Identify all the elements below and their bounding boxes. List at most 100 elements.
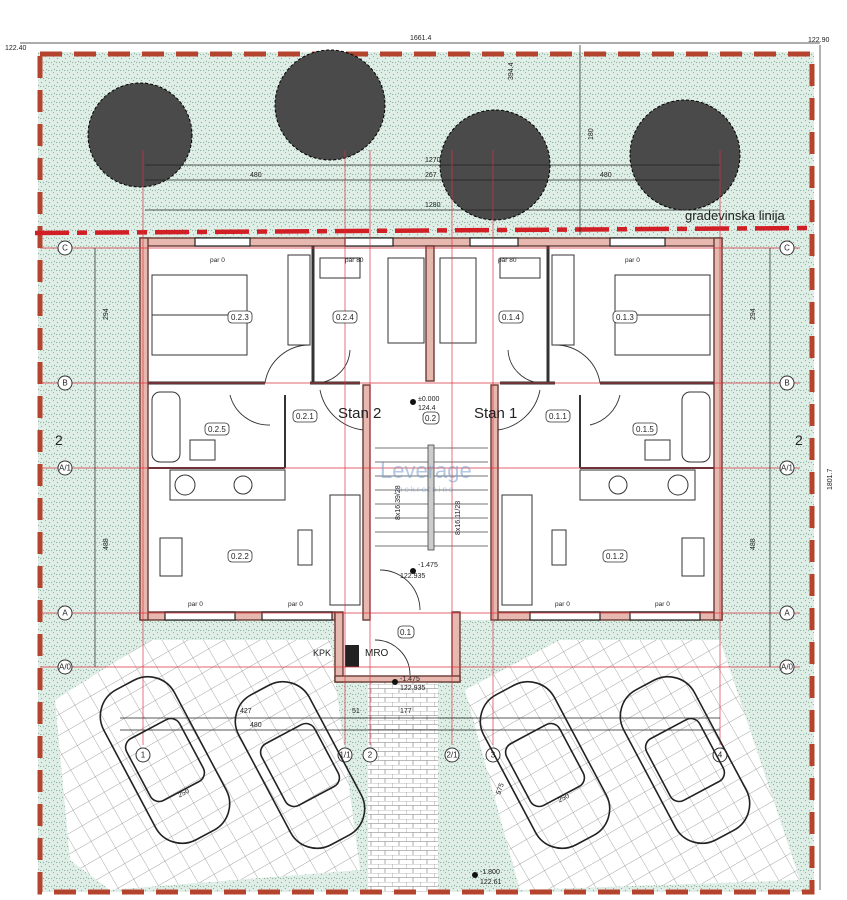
svg-text:0.2.2: 0.2.2 bbox=[231, 552, 249, 561]
tree-icon bbox=[629, 99, 741, 211]
sink-icon bbox=[608, 475, 628, 495]
svg-text:1: 1 bbox=[141, 751, 146, 760]
total-width-dim: 1661.4 bbox=[410, 35, 432, 42]
tv-icon bbox=[297, 529, 313, 566]
svg-text:A/0: A/0 bbox=[781, 663, 794, 672]
svg-text:427: 427 bbox=[240, 708, 252, 715]
svg-text:A: A bbox=[62, 609, 68, 618]
tree-icon bbox=[274, 49, 386, 161]
svg-text:B: B bbox=[62, 379, 67, 388]
svg-text:294: 294 bbox=[103, 308, 110, 320]
svg-text:C: C bbox=[62, 244, 68, 253]
elevation-marker-icon bbox=[472, 872, 478, 878]
property-boundary bbox=[37, 51, 815, 895]
svg-text:-1.800: -1.800 bbox=[480, 869, 500, 876]
svg-text:par 80: par 80 bbox=[345, 257, 364, 264]
svg-text:2/1: 2/1 bbox=[446, 751, 458, 760]
watermark-logo: Leverage bbox=[380, 458, 472, 483]
svg-text:par 0: par 0 bbox=[625, 257, 640, 264]
apartment-label-stan-2: Stan 2 bbox=[338, 405, 381, 422]
svg-text:0.2.5: 0.2.5 bbox=[208, 425, 226, 434]
svg-text:0.1.2: 0.1.2 bbox=[606, 552, 624, 561]
elevation-marker-icon bbox=[392, 679, 398, 685]
svg-text:-1.475: -1.475 bbox=[400, 676, 420, 683]
svg-text:par 0: par 0 bbox=[655, 601, 670, 608]
building-line bbox=[34, 225, 816, 236]
svg-text:par 0: par 0 bbox=[188, 601, 203, 608]
mro-label: MRO bbox=[365, 648, 389, 659]
bathtub-icon bbox=[151, 391, 181, 463]
svg-text:3: 3 bbox=[491, 751, 496, 760]
apartment-label-stan-1: Stan 1 bbox=[474, 405, 517, 422]
svg-text:±0.000: ±0.000 bbox=[418, 396, 439, 403]
section-marker-left: 2 bbox=[55, 432, 63, 448]
svg-text:2: 2 bbox=[368, 751, 373, 760]
svg-text:0.1.4: 0.1.4 bbox=[502, 313, 520, 322]
svg-text:488: 488 bbox=[750, 538, 757, 550]
svg-text:0.2.3: 0.2.3 bbox=[231, 313, 249, 322]
svg-text:1/1: 1/1 bbox=[339, 751, 351, 760]
room-labels: 0.2.3 0.2.4 0.1.4 0.1.3 0.2.1 0.2.5 0.1.… bbox=[204, 310, 658, 639]
car-icon: 250 bbox=[99, 675, 231, 845]
svg-text:250: 250 bbox=[557, 793, 571, 805]
tv-icon bbox=[551, 529, 567, 566]
svg-text:par 80: par 80 bbox=[498, 257, 517, 264]
svg-text:0.2: 0.2 bbox=[425, 414, 437, 423]
svg-text:122.935: 122.935 bbox=[400, 573, 425, 580]
svg-text:1270: 1270 bbox=[425, 157, 441, 164]
sink-icon bbox=[189, 439, 216, 461]
parked-cars: 250 250 bbox=[99, 675, 751, 850]
svg-text:0.1.3: 0.1.3 bbox=[616, 313, 634, 322]
svg-text:par 0: par 0 bbox=[555, 601, 570, 608]
desk-icon bbox=[319, 257, 361, 279]
left-elevation: 122.40 bbox=[5, 45, 27, 52]
svg-text:4: 4 bbox=[718, 751, 723, 760]
electrical-meter-icon bbox=[345, 645, 359, 667]
section-marker-right: 2 bbox=[795, 432, 803, 448]
window-labels: par 0 par 80 par 80 par 0 par 0 par 0 pa… bbox=[188, 257, 670, 608]
svg-text:250: 250 bbox=[177, 788, 191, 800]
stair-label-stan-2: 8x16.39/28 bbox=[395, 485, 402, 520]
bathtub-icon bbox=[681, 391, 711, 463]
trees bbox=[87, 49, 741, 221]
parking-area bbox=[55, 640, 800, 892]
watermark-sub: nekretnine bbox=[398, 485, 455, 494]
grid-row-bubbles: C B A/1 A A/0 C B A/1 A A/0 bbox=[57, 240, 795, 675]
car-icon: 250 bbox=[479, 680, 611, 850]
sink-icon bbox=[233, 475, 253, 495]
stove-icon bbox=[667, 474, 689, 496]
sofa-icon bbox=[501, 494, 533, 606]
sink-icon bbox=[644, 439, 671, 461]
svg-text:294: 294 bbox=[750, 308, 757, 320]
svg-text:0.2.1: 0.2.1 bbox=[296, 412, 314, 421]
svg-text:180: 180 bbox=[588, 128, 595, 140]
svg-text:0.1.1: 0.1.1 bbox=[549, 412, 567, 421]
svg-text:0.2.4: 0.2.4 bbox=[336, 313, 354, 322]
svg-text:488: 488 bbox=[103, 538, 110, 550]
svg-text:A: A bbox=[784, 609, 790, 618]
dining-table-icon bbox=[681, 537, 705, 577]
svg-text:0.1: 0.1 bbox=[400, 628, 412, 637]
stair-label-stan-1: 8x16.11/28 bbox=[455, 501, 462, 535]
structural-grid bbox=[40, 150, 800, 745]
svg-text:124.4: 124.4 bbox=[418, 405, 436, 412]
desk-icon bbox=[499, 257, 541, 279]
wardrobe-icon bbox=[287, 254, 311, 346]
svg-text:1801.7: 1801.7 bbox=[827, 468, 834, 490]
svg-text:1280: 1280 bbox=[425, 202, 441, 209]
svg-text:A/0: A/0 bbox=[59, 663, 72, 672]
svg-text:C: C bbox=[784, 244, 790, 253]
svg-text:par 0: par 0 bbox=[210, 257, 225, 264]
building-line-label: gradevinska linija bbox=[685, 208, 785, 223]
dining-table-icon bbox=[159, 537, 183, 577]
svg-text:0.1.5: 0.1.5 bbox=[636, 425, 654, 434]
svg-text:par 0: par 0 bbox=[288, 601, 303, 608]
svg-text:575: 575 bbox=[495, 782, 506, 795]
svg-text:122.935: 122.935 bbox=[400, 685, 425, 692]
side-dimensions: 294 294 488 488 427 480 51 177 575 bbox=[94, 248, 771, 796]
bed-icon bbox=[387, 257, 425, 344]
svg-text:480: 480 bbox=[250, 172, 262, 179]
svg-text:A/1: A/1 bbox=[781, 464, 794, 473]
svg-text:394.4: 394.4 bbox=[508, 62, 515, 80]
